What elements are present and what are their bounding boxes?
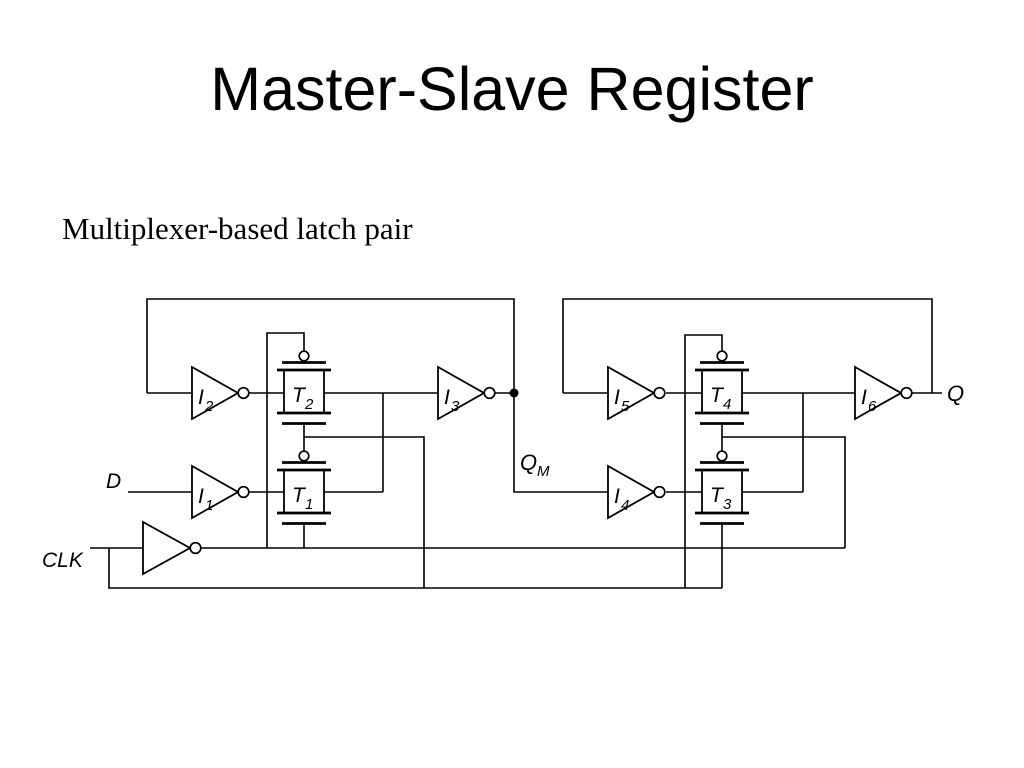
- inverter-label-sub: 4: [621, 497, 629, 514]
- wire-clkbar-to-slave-gates: [722, 436, 846, 548]
- inverter-label-sub: 2: [204, 398, 214, 415]
- inverter-i1: I 1: [191, 464, 250, 520]
- inverter-triangle: [854, 365, 903, 421]
- wire-qm-to-i4: [513, 393, 608, 493]
- inverter-i2: I 2: [191, 365, 250, 421]
- slide-title: Master-Slave Register: [210, 55, 814, 123]
- inverter-triangle: [437, 365, 486, 421]
- inverter-bubble: [237, 386, 250, 400]
- inverter-label: I: [198, 386, 204, 409]
- slide-subtitle: Multiplexer-based latch pair: [62, 211, 413, 246]
- inverter-i4: I 4: [607, 464, 666, 520]
- inverter-triangle: [607, 365, 656, 421]
- inverter-i3: I 3: [437, 365, 496, 421]
- wire-clk-to-master-gates: [304, 436, 425, 588]
- qm-node-label: Q: [520, 450, 537, 475]
- inverter-triangle: [142, 520, 192, 576]
- inverter-label-sub: 3: [451, 398, 460, 415]
- q-output-label: Q: [947, 381, 964, 406]
- qm-node-label-sub: M: [537, 463, 550, 480]
- inverter-bubble: [237, 485, 250, 499]
- inverter-label: I: [614, 485, 620, 508]
- inverter-bubble: [653, 386, 666, 400]
- tgate-t1: T 1: [275, 449, 333, 525]
- qm-junction-dot: [509, 388, 519, 398]
- tgate-t4: T 4: [693, 349, 751, 425]
- wire-clkbar-to-t2-gate: [266, 332, 305, 548]
- inverter-label-sub: 1: [205, 497, 213, 514]
- wires: [90, 298, 942, 589]
- d-input-label: D: [106, 470, 121, 493]
- tgate-label-sub: 4: [723, 396, 731, 413]
- wire-master-feedback: [146, 298, 515, 393]
- inverter-label: I: [861, 386, 867, 409]
- tgate-label: T: [292, 384, 307, 407]
- tgate-label-sub: 3: [723, 496, 732, 513]
- inverter-i6: I 6: [854, 365, 913, 421]
- inverter-bubble: [483, 386, 496, 400]
- wire-slave-feedback: [562, 298, 933, 393]
- inverter-label: I: [198, 485, 204, 508]
- tgate-label: T: [710, 484, 725, 507]
- inverter-bubble: [653, 485, 666, 499]
- inverter-label: I: [444, 386, 450, 409]
- inverter-label-sub: 6: [868, 398, 877, 415]
- inverter-bubble: [189, 541, 202, 555]
- tgate-t3: T 3: [693, 449, 751, 525]
- inverter-label: I: [614, 386, 620, 409]
- tgate-label: T: [710, 384, 725, 407]
- tgate-t2: T 2: [275, 349, 333, 425]
- clk-input-label: CLK: [42, 549, 84, 572]
- inverter-triangle: [191, 464, 240, 520]
- inverter-bubble: [900, 386, 913, 400]
- inverter-clock: [142, 520, 202, 576]
- inverter-triangle: [191, 365, 240, 421]
- inverter-label-sub: 5: [621, 398, 630, 415]
- inverter-i5: I 5: [607, 365, 666, 421]
- tgate-label-sub: 1: [305, 496, 313, 513]
- tgate-label: T: [292, 484, 307, 507]
- wire-clk-bottom-rail: [108, 548, 722, 589]
- tgate-label-sub: 2: [304, 396, 314, 413]
- wire-clk-to-t4-gate: [684, 334, 723, 588]
- inverter-triangle: [607, 464, 656, 520]
